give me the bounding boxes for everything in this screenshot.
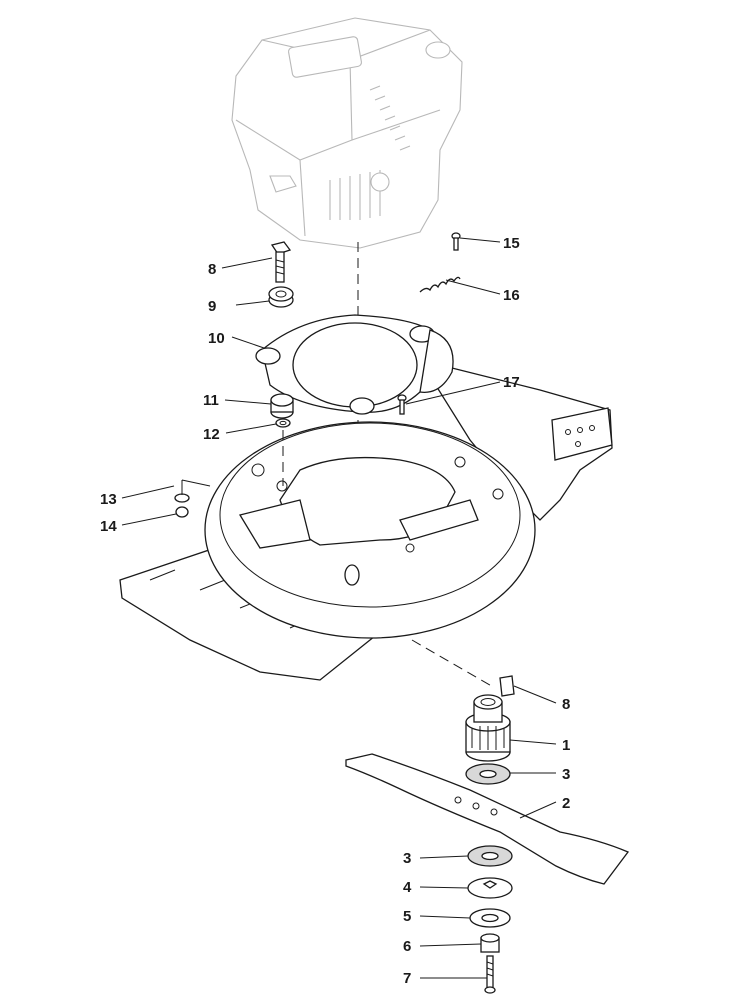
part-9-flange-bolt [270,241,292,283]
part-18-screw [397,394,407,415]
part-15-nut [175,506,189,518]
part-1-blade-holder [465,694,511,762]
callout-17: 16 [503,287,520,304]
part-8-key [499,675,515,697]
center-axis-lower [411,639,496,689]
part-3-friction-disc-upper [465,763,511,785]
part-7-bolt [484,955,496,994]
callout-16: 15 [503,235,520,252]
callout-3-upper: 3 [562,766,570,783]
callout-7: 7 [403,970,411,987]
leader-lines [121,237,557,979]
callout-5: 5 [403,908,411,925]
part-5-washer [469,908,511,928]
part-3-friction-disc-lower [467,845,513,867]
callout-3-lower: 3 [403,850,411,867]
callout-12: 11 [203,392,219,409]
callout-4: 4 [403,879,412,896]
callout-8: 8 [562,696,570,713]
part-2-blade [345,753,630,885]
part-11-mounting-plate [255,314,454,415]
callout-1: 1 [562,737,570,754]
part-13-washer [275,418,291,428]
part-4-washer [467,877,513,899]
part-16-screw [451,232,461,251]
part-17-spring [419,276,461,293]
callout-14: 13 [100,491,117,508]
callout-6: 6 [403,938,411,955]
callout-18: 17 [503,374,520,391]
callout-13: 12 [203,426,220,443]
mower-deck [119,358,613,681]
callout-10: 9 [208,298,216,315]
callout-9: 8 [208,261,216,278]
part-14-washer [174,493,190,503]
callout-2: 2 [562,795,570,812]
callout-15: 14 [100,518,117,535]
part-6-bushing [480,933,500,953]
engine-ghost [231,17,463,249]
part-10-spacer [268,286,294,308]
callout-11: 10 [208,330,225,347]
part-14-axis [181,479,211,495]
part-12-bushing [270,393,294,419]
